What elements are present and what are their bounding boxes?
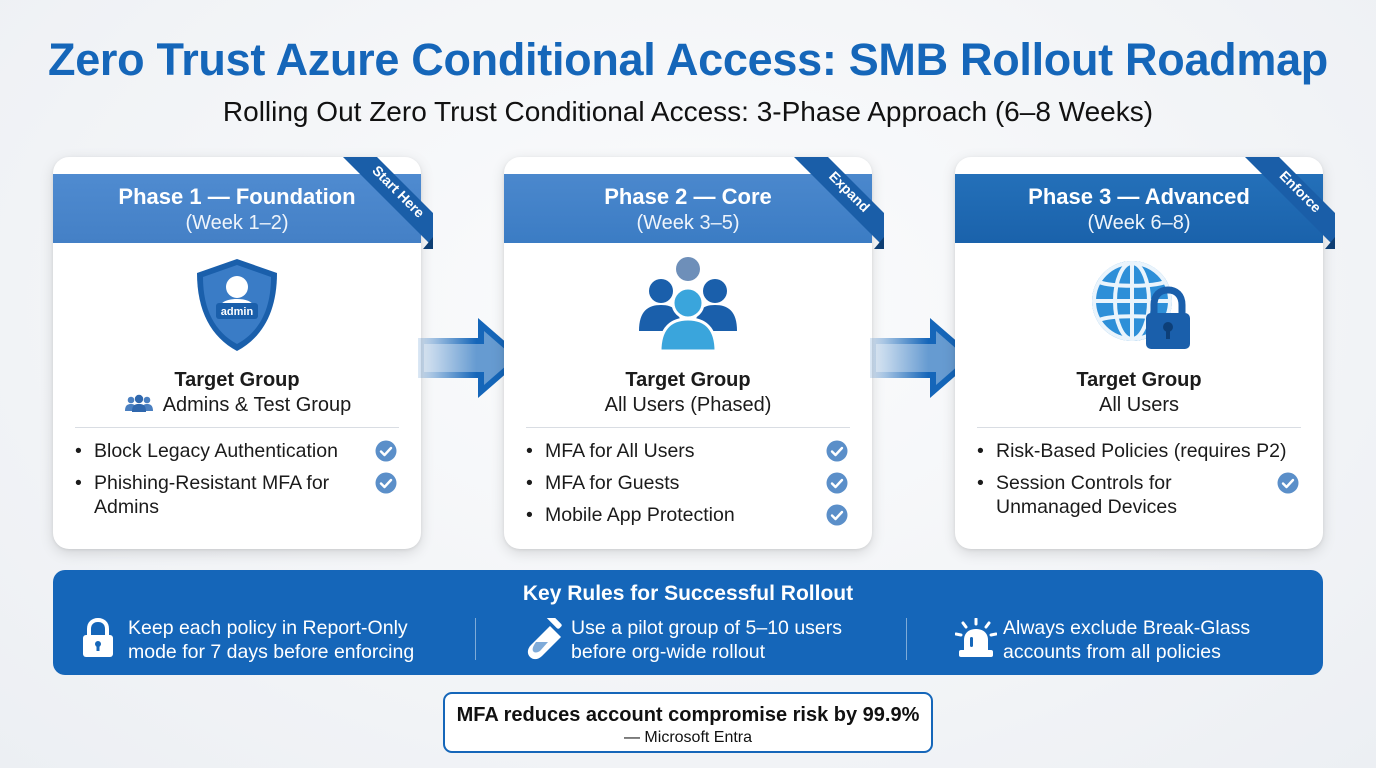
people-icon	[123, 394, 155, 420]
list-item: •Risk-Based Policies (requires P2)	[977, 440, 1287, 462]
phase-1-header: Phase 1 — Foundation (Week 1–2)	[53, 174, 421, 243]
phase-2-ribbon: Expand	[794, 157, 884, 249]
test-tube-icon	[527, 618, 562, 660]
list-item: •Block Legacy Authentication	[75, 439, 399, 463]
rule-2-line-2: before org-wide rollout	[571, 641, 766, 663]
rule-separator	[475, 618, 476, 660]
list-item: •MFA for Guests	[526, 471, 850, 495]
phase-1-weeks: (Week 1–2)	[185, 212, 289, 234]
phase-2-card: Phase 2 — Core (Week 3–5) Expand Target …	[504, 157, 884, 549]
phase-1-items: •Block Legacy Authentication •Phishing-R…	[75, 439, 399, 527]
phase-3-divider	[977, 427, 1301, 428]
check-icon	[826, 504, 848, 526]
rule-3-line-2: accounts from all policies	[1003, 641, 1221, 663]
phase-3-items: •Risk-Based Policies (requires P2) •Sess…	[977, 439, 1301, 527]
check-icon	[826, 440, 848, 462]
mfa-stat-callout: MFA reduces account compromise risk by 9…	[443, 692, 933, 753]
check-icon	[1277, 472, 1299, 494]
check-icon	[826, 472, 848, 494]
arrow-right-icon	[418, 318, 524, 398]
key-rules-panel: Key Rules for Successful Rollout Keep ea…	[53, 570, 1323, 675]
phase-2-items: •MFA for All Users •MFA for Guests •Mobi…	[526, 439, 850, 535]
phase-3-target-value: All Users	[1098, 394, 1179, 416]
rule-1-line-2: mode for 7 days before enforcing	[128, 641, 415, 663]
stat-headline: MFA reduces account compromise risk by 9…	[456, 704, 920, 726]
phase-2-target-value: All Users (Phased)	[604, 394, 772, 416]
page-subtitle: Rolling Out Zero Trust Conditional Acces…	[222, 96, 1154, 127]
phase-1-card: Phase 1 — Foundation (Week 1–2) Start He…	[53, 157, 433, 549]
alarm-siren-icon	[955, 618, 997, 657]
page-title: Zero Trust Azure Conditional Access: SMB…	[48, 34, 1328, 85]
list-item: •Session Controls for Unmanaged Devices	[977, 471, 1301, 519]
check-icon	[375, 440, 397, 462]
phase-2-divider	[526, 427, 850, 428]
phase-1-divider	[75, 427, 399, 428]
phase-3-card: Phase 3 — Advanced (Week 6–8) Enforce Ta…	[955, 157, 1335, 549]
check-icon	[375, 472, 397, 494]
phase-3-target-label: Target Group	[1076, 369, 1202, 391]
phase-1-target-label: Target Group	[174, 369, 300, 391]
rule-3-line-1: Always exclude Break-Glass	[1003, 617, 1251, 639]
rule-separator	[906, 618, 907, 660]
stat-source: — Microsoft Entra	[623, 729, 753, 746]
phase-1-target-value: Admins & Test Group	[162, 394, 352, 416]
phase-1-ribbon: Start Here	[343, 157, 433, 249]
list-item: •Mobile App Protection	[526, 503, 850, 527]
phase-2-header: Phase 2 — Core (Week 3–5)	[504, 174, 872, 243]
rule-1-line-1: Keep each policy in Report-Only	[128, 617, 408, 639]
phase-3-header: Phase 3 — Advanced (Week 6–8)	[955, 174, 1323, 243]
users-group-icon	[504, 255, 872, 355]
globe-lock-icon	[955, 255, 1323, 355]
admin-badge-label: admin	[221, 306, 254, 318]
phase-3-ribbon: Enforce	[1245, 157, 1335, 249]
phase-3-weeks: (Week 6–8)	[1087, 212, 1191, 234]
rule-2-line-1: Use a pilot group of 5–10 users	[571, 617, 843, 639]
phase-2-title: Phase 2 — Core	[604, 184, 772, 209]
phase-1-title: Phase 1 — Foundation	[118, 184, 356, 209]
arrow-right-icon	[870, 318, 976, 398]
phase-2-weeks: (Week 3–5)	[636, 212, 740, 234]
admin-shield-icon: admin	[53, 255, 421, 355]
key-rules-title: Key Rules for Successful Rollout	[522, 582, 854, 605]
list-item: •MFA for All Users	[526, 439, 850, 463]
phase-3-title: Phase 3 — Advanced	[1028, 184, 1250, 209]
phase-1-target-value-row: Admins & Test Group	[53, 394, 421, 420]
phase-2-target-label: Target Group	[625, 369, 751, 391]
lock-icon	[83, 618, 113, 657]
list-item: •Phishing-Resistant MFA for Admins	[75, 471, 399, 519]
